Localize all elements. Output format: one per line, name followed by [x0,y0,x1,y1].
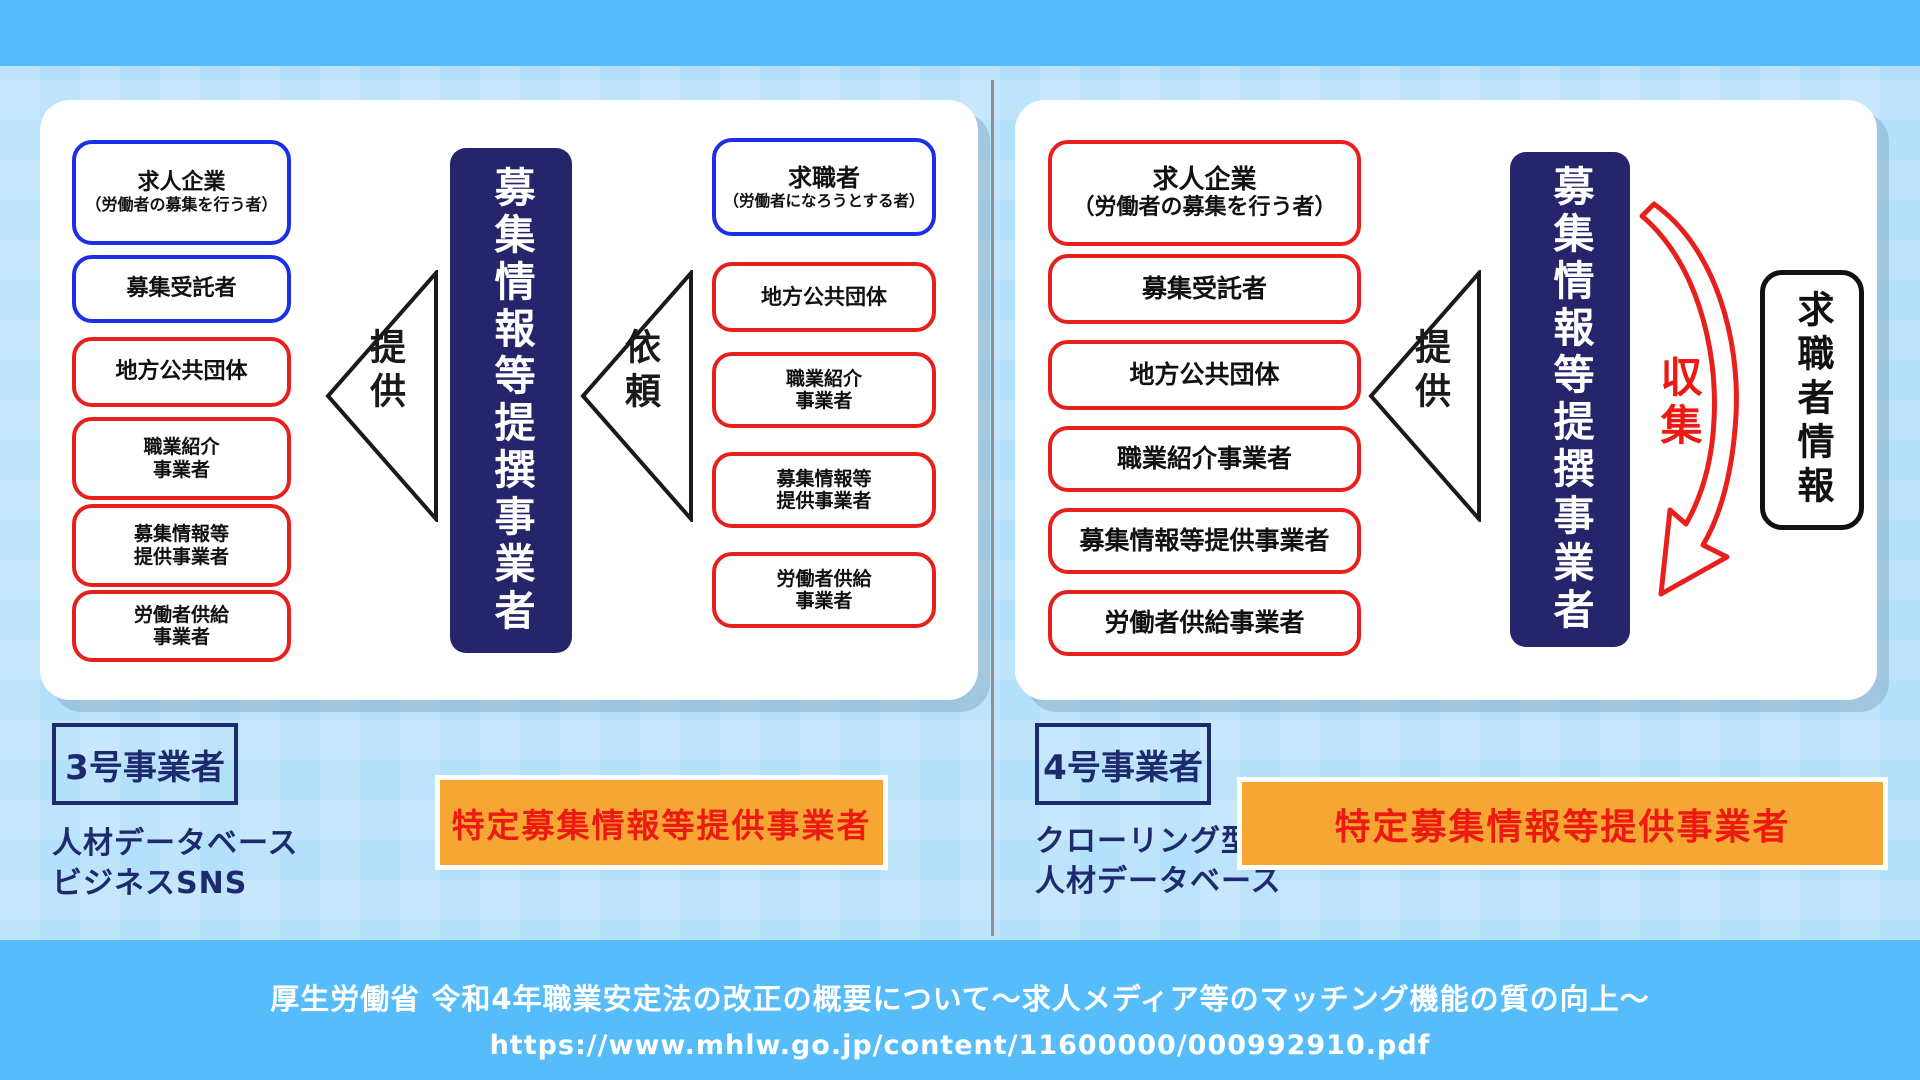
entity-box-chiho-kokyo-dantai: 地方公共団体 [72,337,291,407]
entity-label: 職業紹介 [143,436,220,459]
desc-crawling: クローリング型 [1035,824,1252,859]
number-tag-4gou: 4号事業者 [1035,723,1211,805]
panel-3gou-card: 求人企業 （労働者の募集を行う者） 募集受託者 地方公共団体 職業紹介 事業者 … [40,100,978,700]
entity-label: 募集受託者 [126,276,237,302]
footer-band: 厚生労働省 令和4年職業安定法の改正の概要について～求人メディア等のマッチング機… [0,940,1920,1080]
highlight-label: 特定募集情報等提供事業者 [1334,806,1791,848]
entity-label: 募集情報等 [133,523,229,546]
entity-label: 労働者供給事業者 [1104,608,1305,638]
jobseeker-info-box: 求職者情報 [1760,270,1864,530]
entity-label: 求職者 [788,163,860,192]
entity-box-boshu-joho-teikyo: 募集情報等 提供事業者 [712,452,936,528]
request-arrow-triangle-icon [580,270,693,522]
entity-box-boshu-joho-teikyo: 募集情報等提供事業者 [1048,508,1361,574]
entity-sublabel: （労働者の募集を行う者） [1072,195,1337,221]
center-provider-label: 募集情報等提撰事業者 [487,165,535,636]
entity-label: 職業紹介 [785,367,862,390]
entity-label: 募集情報等提供事業者 [1079,526,1330,556]
entity-box-kyujin-kigyo: 求人企業 （労働者の募集を行う者） [1048,140,1361,246]
highlight-tokutei-right: 特定募集情報等提供事業者 [1237,777,1888,870]
desc-jinzai-database: 人材データベース [52,826,299,861]
entity-box-rodosha-kyokyu: 労働者供給 事業者 [712,552,936,628]
center-provider-box: 募集情報等提撰事業者 [1510,152,1630,647]
entity-label: 募集情報等 [776,467,872,490]
panel-divider [991,80,994,936]
entity-sublabel: （労働者になろうとする者） [723,192,925,211]
panel-4gou-card: 求人企業 （労働者の募集を行う者） 募集受託者 地方公共団体 職業紹介事業者 募… [1015,100,1877,700]
entity-label2: 提供事業者 [776,490,872,512]
entity-box-shokugyo-shokai: 職業紹介 事業者 [72,417,291,500]
provide-arrow-label: 提供 [1409,328,1450,416]
top-band [0,0,1920,66]
entity-sublabel: （労働者の募集を行う者） [85,195,278,215]
highlight-label: 特定募集情報等提供事業者 [451,805,872,845]
entity-box-kyushokusha: 求職者 （労働者になろうとする者） [712,138,936,236]
entity-box-shokugyo-shokai: 職業紹介 事業者 [712,352,936,428]
provide-arrow-triangle-icon [325,270,438,522]
collect-curved-arrow-icon [1639,201,1739,597]
entity-box-boshu-jutakusha: 募集受託者 [72,255,291,323]
entity-label: 労働者供給 [133,603,229,626]
entity-box-chiho-kokyo-dantai: 地方公共団体 [712,262,936,332]
provide-arrow-triangle-icon [1368,270,1481,522]
entity-label: 地方公共団体 [1129,360,1280,390]
entity-box-rodosha-kyokyu: 労働者供給 事業者 [72,590,291,662]
number-tag-label: 4号事業者 [1043,747,1203,788]
provide-arrow-label: 提供 [364,328,405,416]
center-provider-label: 募集情報等提撰事業者 [1546,164,1594,635]
entity-label: 求人企業 [137,170,226,196]
collect-arrow-label: 収集 [1654,355,1703,451]
desc-business-sns: ビジネスSNS [52,866,248,901]
entity-box-chiho-kokyo-dantai: 地方公共団体 [1048,340,1361,410]
number-tag-label: 3号事業者 [65,747,225,788]
entity-box-rodosha-kyokyu: 労働者供給事業者 [1048,590,1361,656]
entity-label2: 事業者 [152,626,210,648]
entity-label: 募集受託者 [1141,274,1267,304]
center-provider-box: 募集情報等提撰事業者 [450,148,572,653]
entity-label2: 事業者 [152,458,210,481]
footer-url-text: https://www.mhlw.go.jp/content/11600000/… [489,1030,1431,1061]
highlight-tokutei-left: 特定募集情報等提供事業者 [435,775,888,870]
entity-box-boshu-joho-teikyo: 募集情報等 提供事業者 [72,504,291,587]
number-tag-3gou: 3号事業者 [52,723,238,805]
entity-label2: 事業者 [795,590,853,612]
entity-box-kyujin-kigyo: 求人企業 （労働者の募集を行う者） [72,140,291,245]
entity-label2: 提供事業者 [133,545,229,568]
entity-box-boshu-jutakusha: 募集受託者 [1048,254,1361,324]
entity-label2: 事業者 [795,390,853,412]
jobseeker-info-label: 求職者情報 [1791,290,1834,510]
entity-label: 求人企業 [1152,164,1257,195]
entity-label: 労働者供給 [776,567,872,590]
footer-source-text: 厚生労働省 令和4年職業安定法の改正の概要について～求人メディア等のマッチング機… [270,982,1650,1016]
entity-box-shokugyo-shokai: 職業紹介事業者 [1048,426,1361,492]
entity-label: 職業紹介事業者 [1116,444,1292,474]
request-arrow-label: 依頼 [619,328,660,416]
entity-label: 地方公共団体 [115,359,248,385]
entity-label: 地方公共団体 [761,284,887,309]
